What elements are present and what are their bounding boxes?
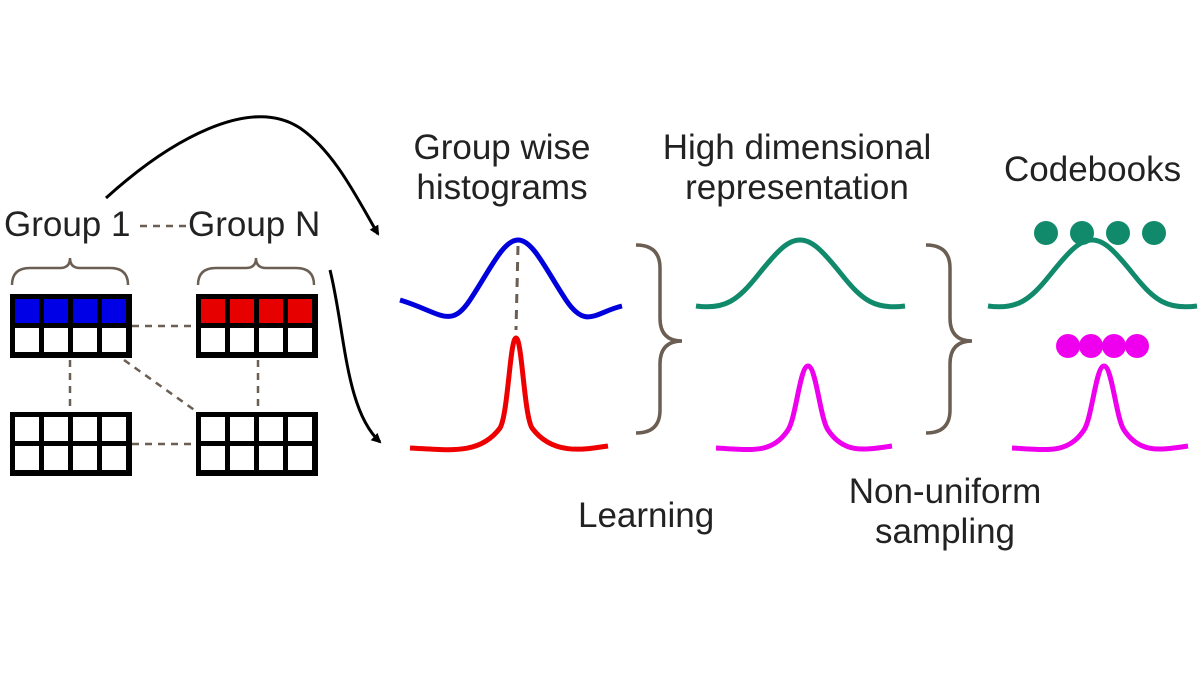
group-1-bottom-cell [44, 446, 68, 470]
codebook-bottom-curve [1011, 363, 1189, 453]
codebook-top-curve [987, 237, 1198, 310]
codebook-bottom-point [1056, 334, 1080, 358]
group-1-grid-bottom [10, 412, 132, 476]
learning-label: Learning [578, 496, 715, 535]
codebook-top-point [1070, 221, 1094, 245]
sampling-label: Non-uniform sampling [832, 472, 1058, 552]
group-1-top-cell [44, 299, 68, 323]
high-dim-title: High dimensional representation [646, 128, 948, 208]
codebook-top-point [1142, 221, 1166, 245]
group-1-top-cell [15, 328, 39, 352]
group-n-bottom-cell [259, 446, 283, 470]
group-n-brace [196, 257, 316, 286]
group-1-grid-top [10, 294, 132, 358]
codebook-top-point [1106, 221, 1130, 245]
group-n-grid-bottom [196, 412, 318, 476]
group-n-bottom-cell [230, 446, 254, 470]
sampling-label-line-2: sampling [874, 512, 1016, 551]
histograms-title: Group wise histograms [392, 128, 612, 208]
histogram-peak-link [514, 245, 520, 331]
group-1-top-cell [102, 299, 126, 323]
histogram-bottom-curve [409, 335, 609, 453]
group-n-top-cell [230, 328, 254, 352]
group-1-top-cell [73, 328, 97, 352]
group-1-bottom-cell [102, 417, 126, 441]
group-1-bottom-cell [73, 417, 97, 441]
sampling-brace [925, 243, 973, 435]
group-1-top-cell [44, 328, 68, 352]
codebook-bottom-point [1125, 334, 1149, 358]
group-n-top-cell [259, 328, 283, 352]
arrow-to-bottom-histogram [328, 269, 382, 444]
codebooks-title: Codebooks [1004, 150, 1182, 189]
group-n-grid-top [196, 294, 318, 358]
group-1-top-cell [73, 299, 97, 323]
arrow-to-top-histogram [104, 115, 380, 236]
high-dim-bottom-curve [715, 363, 893, 453]
group-n-top-cell [201, 328, 225, 352]
group-1-top-cell [102, 328, 126, 352]
codebook-top-points [1034, 221, 1166, 245]
codebook-bottom-points [1056, 334, 1149, 358]
group-1-top-cell [15, 299, 39, 323]
codebook-bottom-point [1079, 334, 1103, 358]
group-1-bottom-cell [73, 446, 97, 470]
group-n-top-cell [288, 328, 312, 352]
group-n-bottom-cell [288, 417, 312, 441]
learning-brace [635, 243, 683, 435]
group-n-top-cell [288, 299, 312, 323]
group-n-top-cell [230, 299, 254, 323]
group-n-bottom-cell [201, 417, 225, 441]
histograms-title-line-1: Group wise [413, 128, 591, 167]
codebook-top-point [1034, 221, 1058, 245]
group-n-top-cell [259, 299, 283, 323]
group-1-brace [10, 257, 130, 286]
group-1-bottom-cell [44, 417, 68, 441]
group-n-bottom-cell [288, 446, 312, 470]
group-n-label: Group N [188, 205, 321, 244]
high-dim-title-line-2: representation [685, 168, 909, 207]
group-n-top-cell [201, 299, 225, 323]
high-dim-title-line-1: High dimensional [662, 128, 932, 167]
high-dim-top-curve [695, 237, 906, 310]
group-n-bottom-cell [230, 417, 254, 441]
group-1-label: Group 1 [4, 205, 131, 244]
sampling-label-line-1: Non-uniform [848, 472, 1042, 511]
codebook-bottom-point [1102, 334, 1126, 358]
group-1-bottom-cell [102, 446, 126, 470]
grid-link-diagonal [123, 358, 201, 416]
group-n-bottom-cell [201, 446, 225, 470]
group-1-bottom-cell [15, 417, 39, 441]
group-n-bottom-cell [259, 417, 283, 441]
histograms-title-line-2: histograms [416, 168, 588, 207]
histogram-top-curve [399, 237, 623, 320]
group-1-bottom-cell [15, 446, 39, 470]
